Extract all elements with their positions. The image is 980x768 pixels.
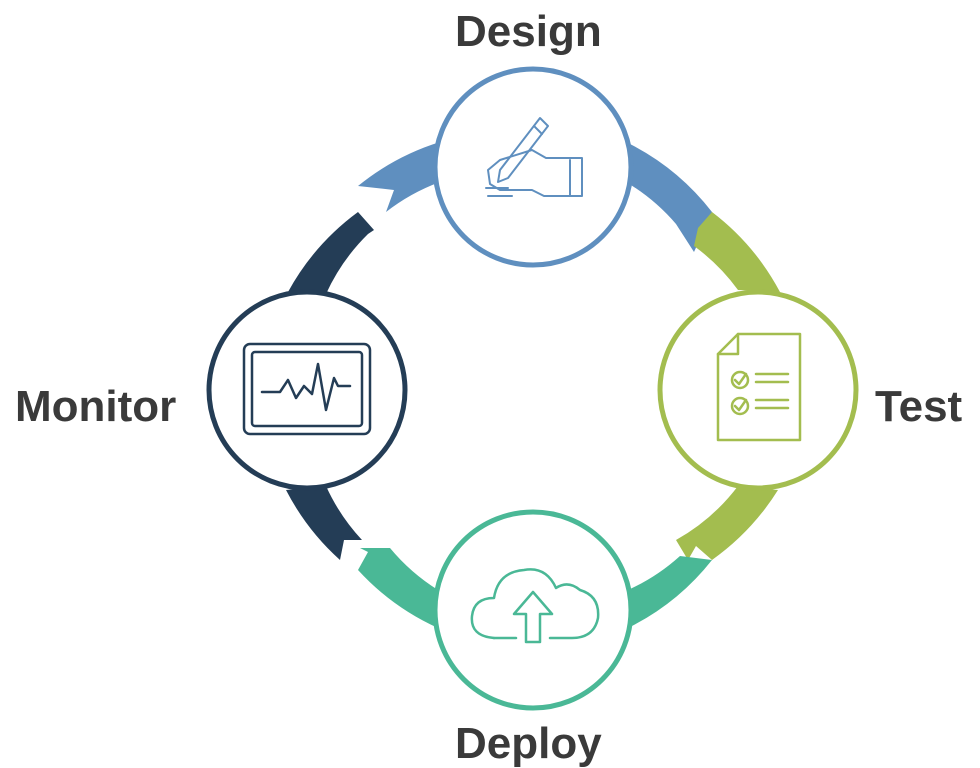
- stage-label-deploy: Deploy: [455, 719, 602, 768]
- stage-label-design: Design: [455, 7, 602, 56]
- arrow-deploy-to-monitor: [358, 548, 438, 628]
- arrow-deploy-right: [628, 556, 712, 628]
- arrow-monitor-to-design: [358, 142, 440, 212]
- stage-label-monitor: Monitor: [15, 382, 177, 431]
- cycle-arrows: [286, 142, 780, 628]
- cloud-upload-icon: [470, 568, 600, 644]
- node-test: [657, 289, 859, 491]
- pencil-hand-icon: [485, 117, 583, 197]
- node-monitor: [206, 289, 408, 491]
- arrow-test-to-deploy: [676, 486, 778, 560]
- stage-label-test: Test: [875, 382, 963, 431]
- arrow-test-upper: [694, 212, 780, 292]
- arrow-monitor-upper: [288, 212, 374, 294]
- checklist-document-icon: [716, 332, 802, 442]
- node-design: [432, 66, 634, 268]
- arrow-design-to-test: [626, 142, 712, 252]
- node-deploy: [432, 509, 634, 711]
- monitor-pulse-icon: [242, 342, 372, 436]
- arrow-monitor-lower: [286, 486, 362, 560]
